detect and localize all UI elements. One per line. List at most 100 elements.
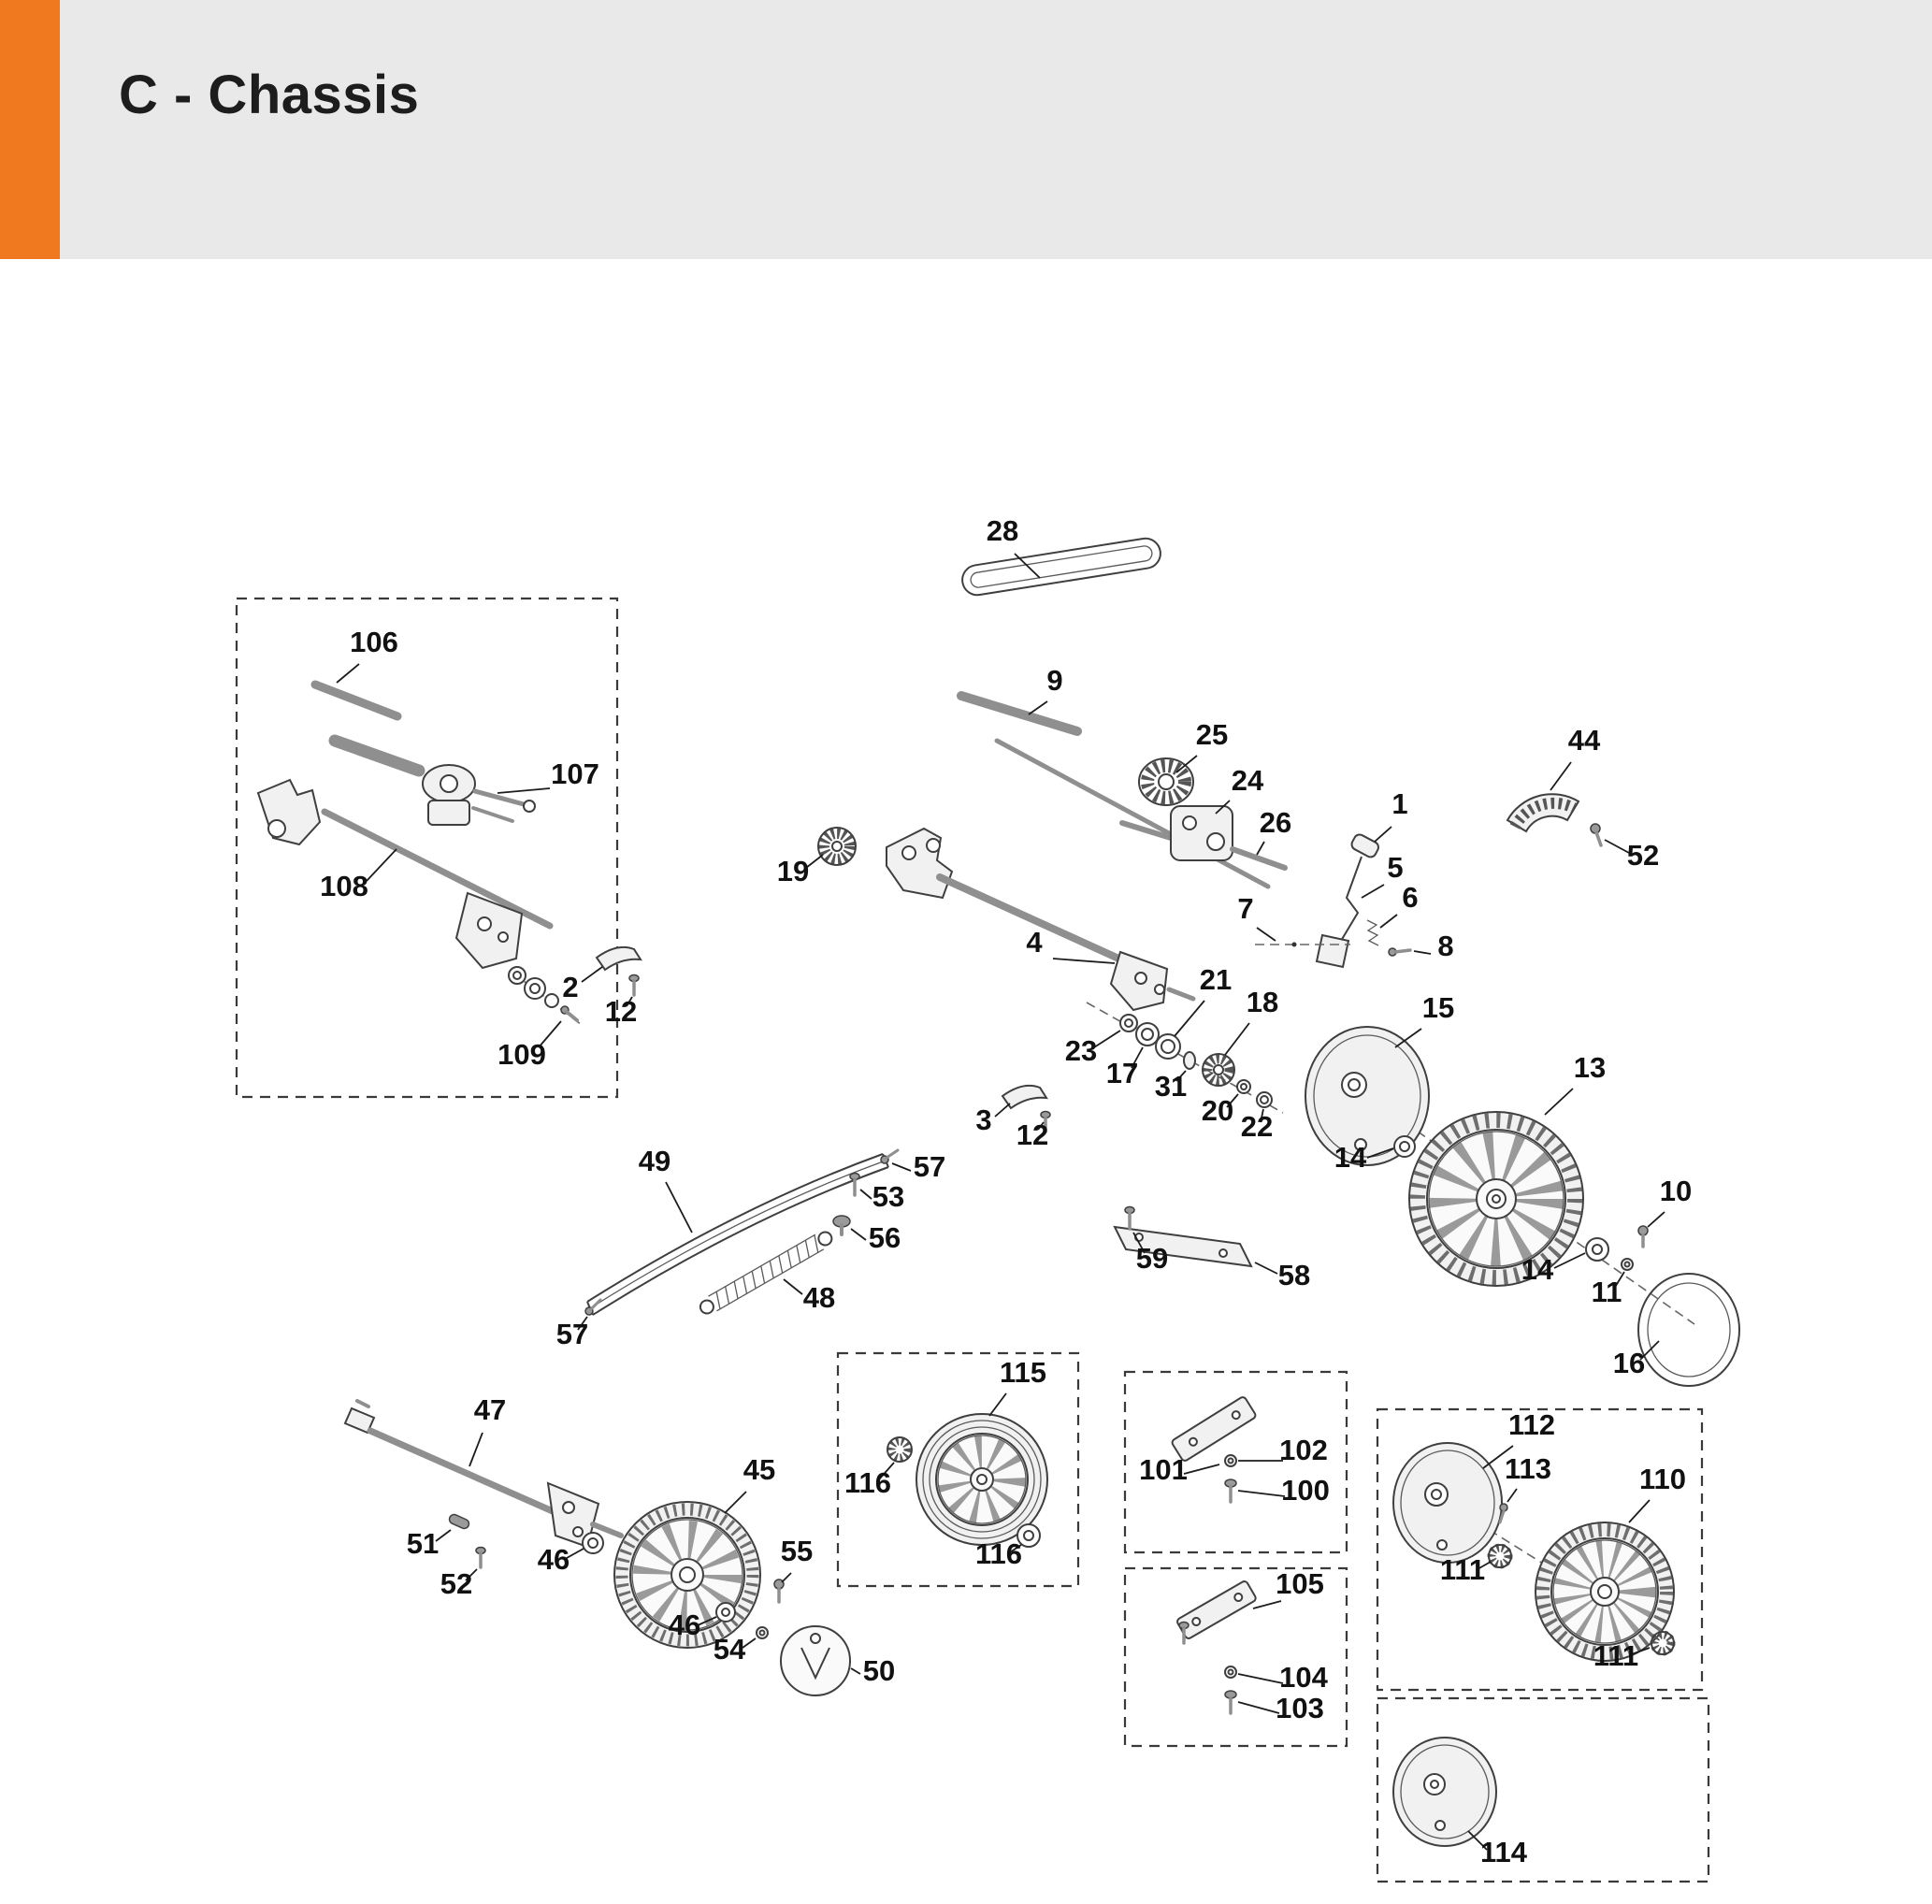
- part-number-label: 26: [1260, 806, 1291, 839]
- bracket-hole: [477, 916, 492, 931]
- part-number-label: 9: [1046, 664, 1062, 697]
- label-leader-line: [1132, 1232, 1146, 1254]
- label-leader-line: [1628, 1647, 1651, 1656]
- label-leader-line: [1553, 1252, 1586, 1269]
- part-number-label: 12: [605, 995, 637, 1028]
- brand-accent-bar: [0, 0, 60, 259]
- label-leader-line: [1237, 1673, 1284, 1684]
- label-leader-line: [1379, 914, 1398, 929]
- part-number-label: 116: [844, 1466, 891, 1499]
- label-leader-line: [1254, 1262, 1278, 1275]
- assembly-group-plate-100: [1123, 1370, 1348, 1554]
- part-number-label: 44: [1568, 724, 1601, 757]
- label-leader-line: [1604, 839, 1630, 854]
- assembly-box-outline: [1376, 1696, 1710, 1883]
- part-number-label: 51: [407, 1527, 439, 1560]
- part-pulley: [1138, 757, 1194, 806]
- part-number-label: 50: [863, 1654, 895, 1687]
- label-leader-line: [1613, 1271, 1625, 1290]
- part-number-label: 56: [869, 1221, 901, 1254]
- part-number-label: 28: [987, 514, 1018, 547]
- part-number-label: 16: [1613, 1347, 1645, 1379]
- part-number-label: 6: [1402, 881, 1418, 914]
- label-leader-line: [1361, 884, 1385, 899]
- part-wheel-disc: [1305, 1026, 1430, 1166]
- label-leader-line: [1237, 1490, 1286, 1497]
- part-rear-wheel: [1408, 1111, 1584, 1287]
- part-number-label: 24: [1232, 764, 1264, 797]
- page-title: C - Chassis: [119, 65, 420, 125]
- label-leader-line: [577, 1316, 588, 1331]
- part-number-label: 8: [1437, 930, 1453, 962]
- part-number-label: 3: [975, 1103, 991, 1136]
- part-spring-small: [1366, 919, 1379, 946]
- label-leader-line: [1544, 1088, 1574, 1116]
- part-wheel: [916, 1413, 1048, 1546]
- label-leader-line: [1037, 1121, 1045, 1131]
- assembly-box-outline: [836, 1351, 1080, 1588]
- label-leader-line: [1647, 1211, 1665, 1228]
- bearing-bracket-part: [454, 891, 524, 970]
- bracket-hole: [267, 819, 286, 838]
- page-header: C - Chassis: [0, 0, 1932, 259]
- tube-part: [310, 680, 402, 721]
- assembly-group-wheel-115: [836, 1351, 1080, 1588]
- part-number-label: 23: [1065, 1034, 1097, 1067]
- part-washer: [1224, 1454, 1237, 1467]
- label-leader-line: [1093, 1030, 1121, 1048]
- part-number-label: 58: [1278, 1259, 1310, 1291]
- part-number-label: 106: [350, 626, 398, 658]
- part-number-label: 113: [1505, 1452, 1551, 1485]
- part-number-label: 105: [1276, 1567, 1324, 1600]
- part-center-bracket: [886, 827, 954, 900]
- part-number-label: 10: [1660, 1175, 1692, 1207]
- part-number-label: 101: [1139, 1453, 1188, 1486]
- part-number-label: 114: [1480, 1836, 1528, 1868]
- part-number-label: 52: [440, 1567, 472, 1600]
- part-clamp-bracket: [595, 945, 642, 997]
- label-leader-line: [1413, 950, 1432, 955]
- part-height-adjust-lever: [1255, 833, 1412, 969]
- label-leader-line: [742, 1637, 757, 1649]
- part-number-label: 18: [1247, 986, 1278, 1018]
- part-washer: [715, 1602, 736, 1623]
- label-leader-line: [336, 663, 360, 684]
- label-leader-line: [1374, 826, 1392, 843]
- part-screw: [849, 1172, 860, 1197]
- label-leader-line: [1174, 1000, 1205, 1037]
- part-screw: [1498, 1503, 1508, 1524]
- part-bearing: [1393, 1135, 1416, 1158]
- part-number-label: 46: [538, 1543, 570, 1576]
- label-leader-line: [994, 1103, 1011, 1118]
- assembly-group-handle-axle: [235, 597, 619, 1099]
- label-leader-line: [581, 966, 603, 983]
- bracket-part: [256, 778, 322, 846]
- label-leader-line: [1131, 1046, 1144, 1069]
- label-leader-line: [850, 1228, 867, 1241]
- label-leader-line: [538, 1020, 562, 1048]
- part-screw: [773, 1579, 785, 1604]
- part-number-label: 103: [1276, 1692, 1324, 1724]
- part-gearbox: [1119, 805, 1288, 871]
- logo-mark: [800, 1647, 830, 1680]
- assembly-box-outline: [1123, 1566, 1348, 1748]
- part-drive-shaft: [994, 738, 1271, 889]
- part-washer: [1224, 1666, 1237, 1679]
- label-leader-line: [1009, 1544, 1022, 1553]
- part-hub-cap: [780, 1625, 851, 1696]
- label-leader-line: [1260, 1108, 1264, 1123]
- part-number-label: 7: [1237, 892, 1253, 925]
- label-leader-line: [626, 996, 633, 1007]
- label-leader-line: [1507, 1488, 1518, 1503]
- label-leader-line: [859, 1189, 872, 1200]
- part-number-label: 57: [914, 1150, 945, 1183]
- tube-part: [328, 734, 425, 777]
- label-leader-line: [1183, 1464, 1220, 1475]
- label-leader-line: [988, 1392, 1007, 1417]
- part-plate: [1171, 1396, 1257, 1462]
- part-screw: [1178, 1621, 1189, 1645]
- part-number-label: 53: [872, 1180, 904, 1213]
- part-number-label: 115: [1000, 1356, 1046, 1389]
- label-leader-line: [781, 1572, 792, 1583]
